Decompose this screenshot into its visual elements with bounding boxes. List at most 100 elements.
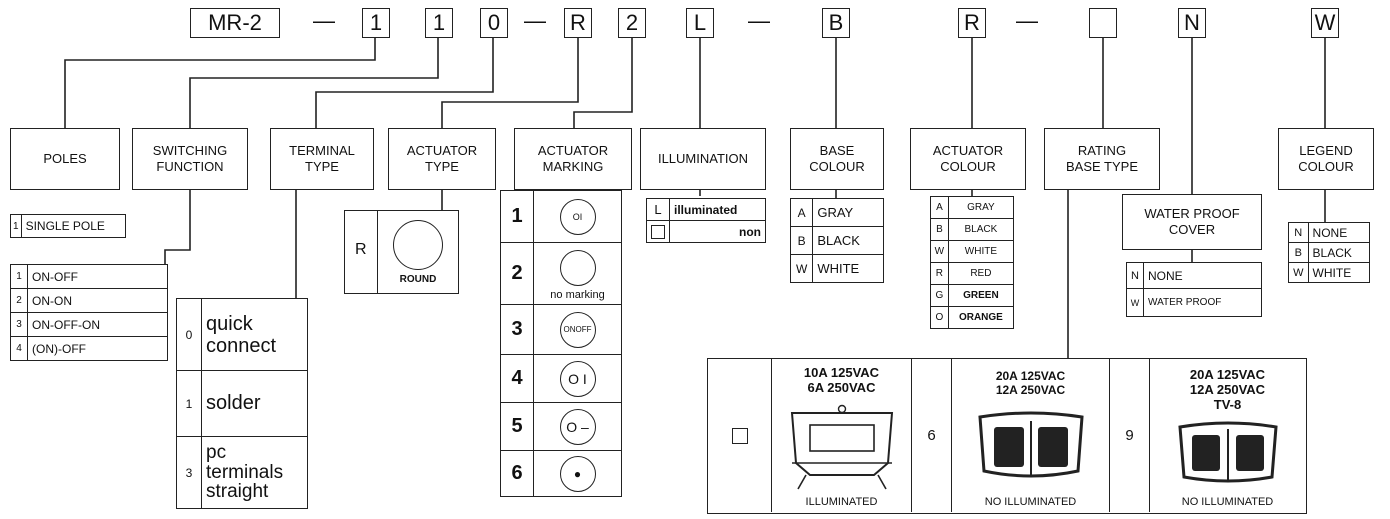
rating-options: 10A 125VAC 6A 250VAC ILLUMINATED 6 20A 1… [707,358,1307,514]
table-row: 1 ΟΙ [500,190,622,243]
code-series-text: MR-2 [208,10,262,35]
rocker-base-tv8-icon [1178,421,1278,483]
table-row: 2 no marking [500,242,622,305]
empty-square-icon [731,427,748,444]
table-row: 4 O I [500,354,622,403]
code-segment-water-proof: N [1178,8,1206,38]
table-row: 6 ● [500,450,622,497]
code-dash: — [313,8,335,33]
code-switching-text: 1 [432,10,446,35]
code-segment-illumination: L [686,8,714,38]
code-dash: — [524,8,546,33]
code-poles-text: 1 [369,10,383,35]
code-segment-marking: 2 [618,8,646,38]
marking-oi-icon: ΟΙ [559,198,596,235]
rating-key-cell [708,359,772,512]
rocker-base-non-illuminated-icon [978,411,1084,478]
table-row: 3 ONOFF [500,304,622,355]
rating-base-20a: 20A 125VAC 12A 250VAC NO ILLUMINATED [952,359,1110,512]
table-row: 0 quick connect [176,298,308,371]
code-terminal-text: 0 [487,10,501,35]
code-legend-colour-text: W [1314,10,1336,35]
code-segment-legend-colour: W [1311,8,1339,38]
code-segment-rating [1089,8,1117,38]
marking-dot-icon: ● [559,455,596,492]
marking-o-i-icon: O I [559,360,596,397]
actuator-round-cell: ROUND [377,210,459,294]
rating-base-tv8: 20A 125VAC 12A 250VAC TV-8 NO ILLUMINATE… [1150,359,1305,512]
marking-no-marking-label: no marking [550,289,605,301]
marking-options: 1 ΟΙ 2 no marking 3 ONOFF 4 O I 5 O – 6 … [500,190,622,497]
table-row: 4(ON)-OFF [10,336,168,361]
table-row: 1 solder [176,370,308,437]
round-actuator-icon [393,219,443,270]
empty-square-icon [651,224,665,239]
rating-key-cell: 9 [1110,359,1150,512]
code-actuator-type-text: R [570,10,586,35]
code-marking-text: 2 [625,10,639,35]
code-actuator-colour-text: R [964,10,980,35]
code-segment-terminal: 0 [480,8,508,38]
terminal-options: 0 quick connect 1 solder 3 pc terminals … [176,298,308,509]
header-poles: POLES [10,128,120,190]
code-segment-actuator-colour: R [958,8,986,38]
actuator-type-option: R ROUND [344,210,459,294]
code-segment-series: MR-2 [190,8,280,38]
code-segment-base-colour: B [822,8,850,38]
code-illumination-text: L [693,10,707,35]
table-row: 5 O – [500,402,622,451]
marking-on-off-icon: ONOFF [559,311,596,348]
code-segment-actuator-type: R [564,8,592,38]
code-water-proof-text: N [1184,10,1200,35]
code-dash: — [748,8,770,33]
code-dash: — [1016,8,1038,33]
code-segment-switching: 1 [425,8,453,38]
marking-o-dash-icon: O – [559,408,596,445]
table-row: non [646,220,766,243]
header-illumination: ILLUMINATION [640,128,766,190]
rating-base-illuminated: 10A 125VAC 6A 250VAC ILLUMINATED [772,359,912,512]
actuator-type-caption: ROUND [399,273,437,285]
code-base-colour-text: B [828,10,844,35]
rating-key-cell: 6 [912,359,952,512]
code-segment-poles: 1 [362,8,390,38]
rocker-base-illuminated-icon [790,404,894,490]
table-row: 3 pc terminals straight [176,436,308,509]
